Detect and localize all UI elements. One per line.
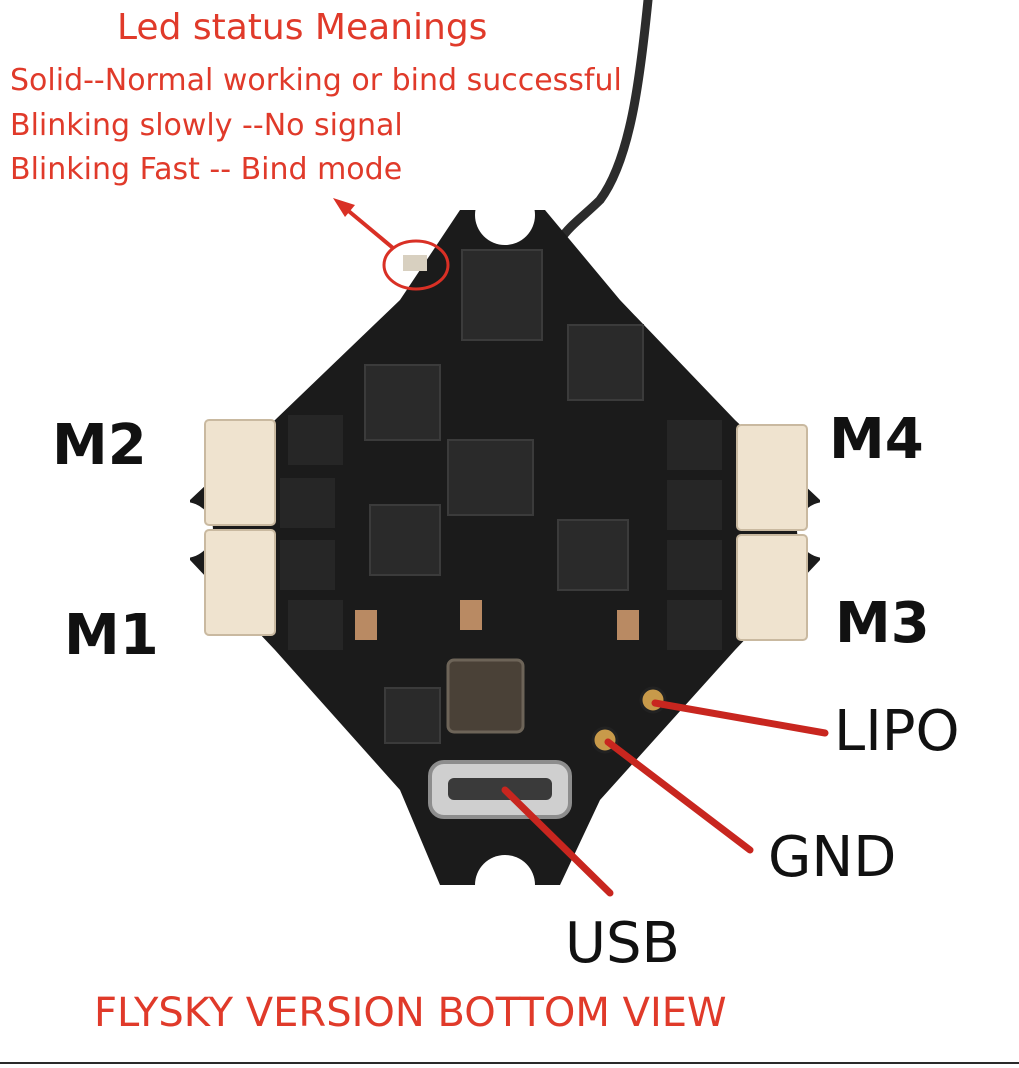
port-label-gnd: GND (768, 825, 897, 890)
led-status-solid: Solid--Normal working or bind successful (10, 63, 622, 98)
antenna-wire (555, 0, 653, 245)
motor-label-m4: M4 (829, 407, 924, 472)
mosfets (280, 415, 722, 650)
inductor (446, 658, 525, 734)
gnd-arrow (604, 738, 754, 854)
usb-arrow (501, 786, 614, 897)
port-label-usb: USB (565, 911, 680, 976)
port-label-lipo: LIPO (834, 699, 960, 764)
led-status-title: Led status Meanings (117, 7, 488, 48)
motor-connectors (204, 419, 808, 641)
led-status-blinking-fast: Blinking Fast -- Bind mode (10, 152, 403, 187)
chips (364, 249, 644, 744)
bottom-divider (0, 1062, 1019, 1064)
pcb-body (190, 210, 820, 885)
led-status-blinking-slowly: Blinking slowly --No signal (10, 108, 403, 143)
lipo-arrow (651, 699, 829, 737)
footer-caption: FLYSKY VERSION BOTTOM VIEW (94, 990, 727, 1036)
motor-label-m3: M3 (835, 591, 930, 656)
status-led (403, 255, 427, 271)
motor-label-m2: M2 (52, 413, 147, 478)
led-arrow (343, 206, 395, 250)
motor-label-m1: M1 (64, 603, 159, 668)
lipo-pad (639, 686, 667, 714)
led-highlight-circle (382, 239, 450, 291)
